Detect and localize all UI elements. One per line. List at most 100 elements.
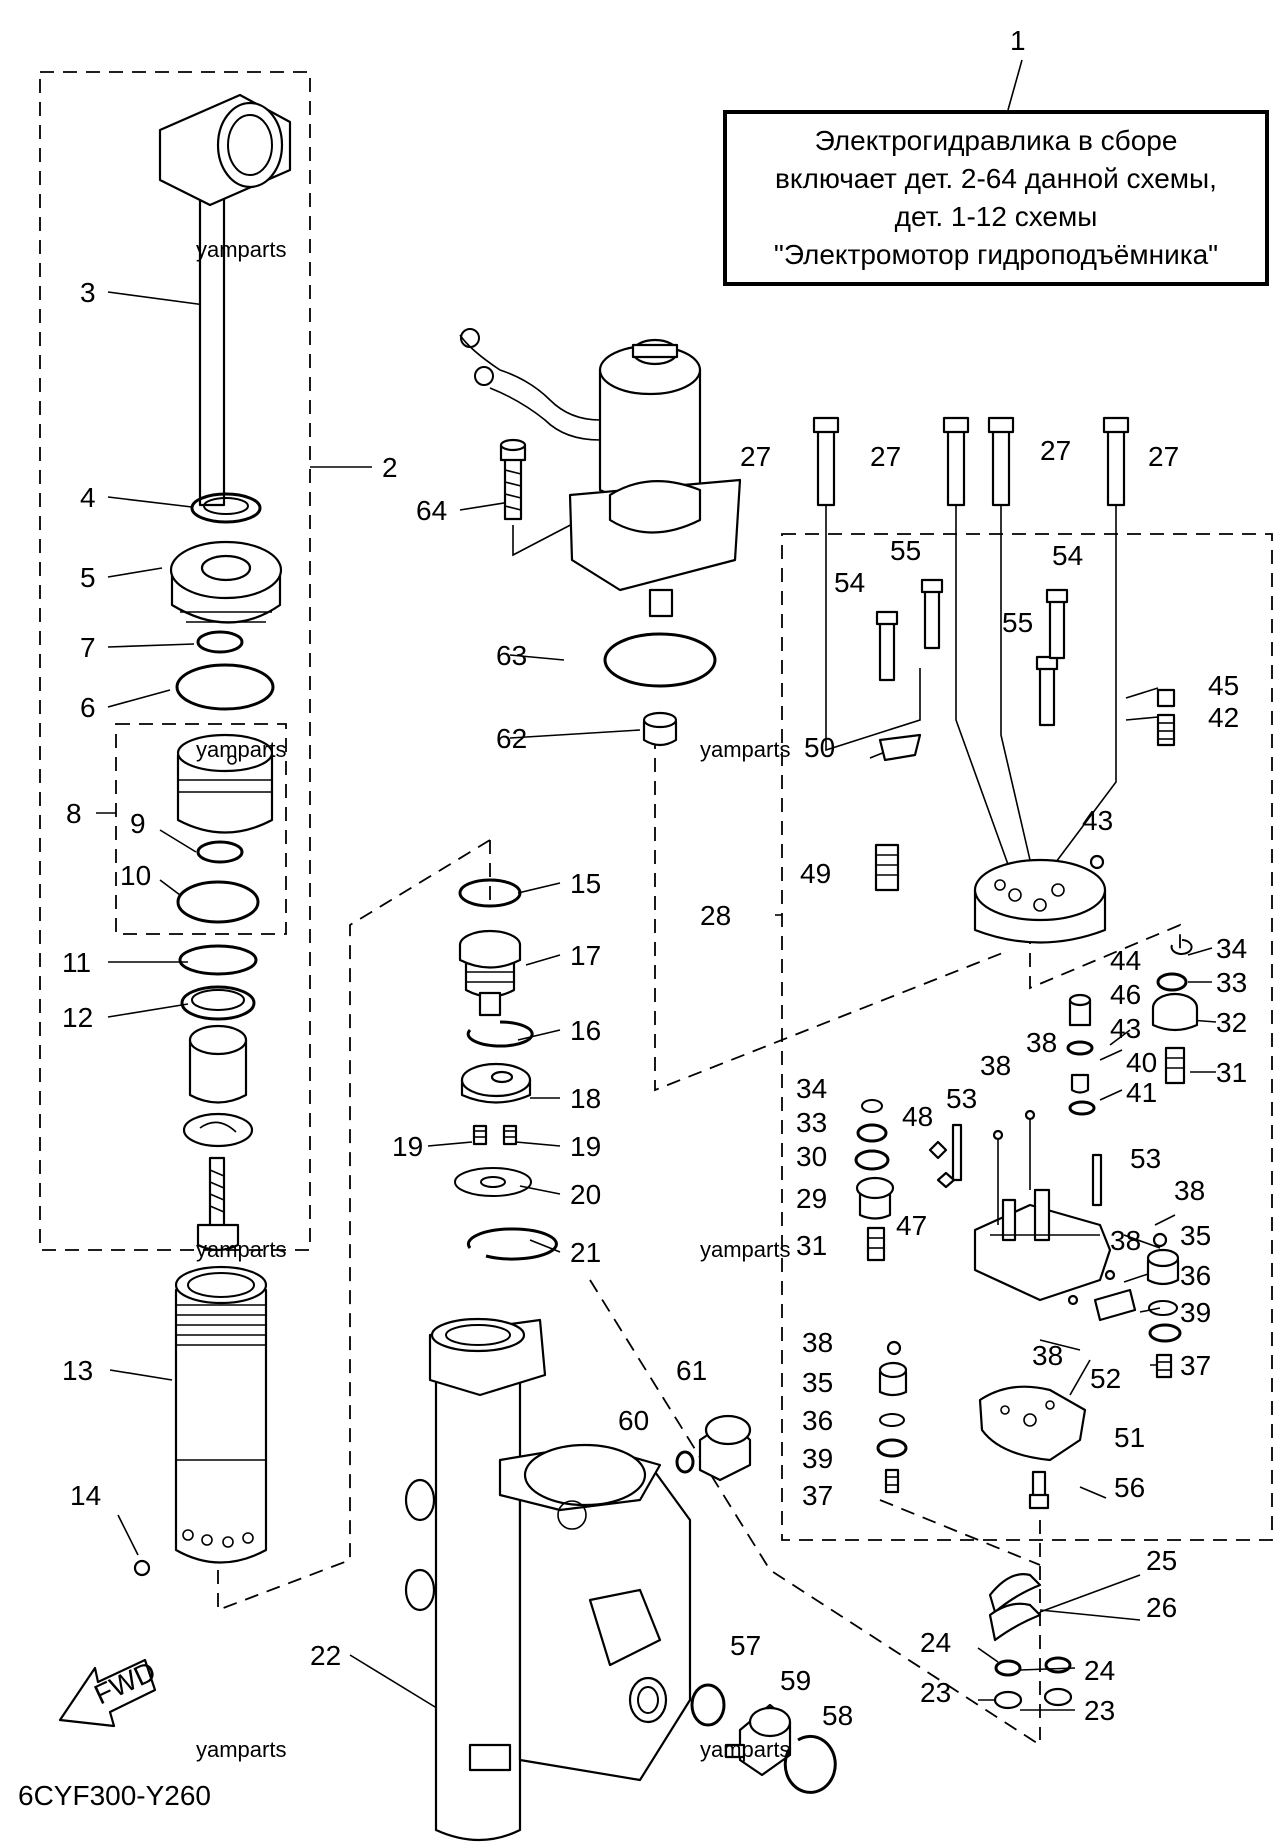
callout-27b: 27 (870, 441, 901, 472)
callout-27a: 27 (740, 441, 771, 472)
callout-20: 20 (570, 1179, 601, 1210)
valve-body (973, 1188, 1112, 1302)
callout-34a: 34 (1216, 933, 1247, 964)
callout-62: 62 (496, 723, 527, 754)
callout-54a: 54 (834, 567, 865, 598)
pins-and-balls (886, 1109, 1168, 1356)
callout-21: 21 (570, 1237, 601, 1268)
part-3-tilt-rod (158, 93, 292, 507)
callout-35b: 35 (802, 1367, 833, 1398)
part-60-o-ring (675, 1450, 695, 1474)
watermark-1: yamparts (196, 237, 286, 262)
part-16-snap-ring (466, 1020, 534, 1048)
part-20-washer (454, 1167, 532, 1197)
part-27-bolts (812, 416, 1130, 507)
callout-51: 51 (1114, 1422, 1145, 1453)
callout-15: 15 (570, 868, 601, 899)
part-56-screw (1028, 1470, 1050, 1510)
part-13-cylinder (174, 1265, 268, 1564)
part-8-free-piston (176, 733, 274, 834)
part-28-block (973, 858, 1107, 944)
callout-41: 41 (1126, 1077, 1157, 1108)
part-7-o-ring (196, 630, 244, 654)
callout-numbers: 1 2 3 4 5 7 6 8 9 10 11 12 13 14 15 17 1… (62, 25, 1247, 1731)
callout-23a: 23 (920, 1677, 951, 1708)
part-57-o-ring (690, 1683, 726, 1727)
callout-25: 25 (1146, 1545, 1177, 1576)
part-19-springs (472, 1124, 518, 1146)
callout-26: 26 (1146, 1592, 1177, 1623)
diagram-reference-code: 6CYF300-Y260 (18, 1780, 212, 1811)
note-line-4: "Электромотор гидроподъёмника" (773, 239, 1219, 270)
callout-45: 45 (1208, 670, 1239, 701)
watermark-2: yamparts (196, 737, 286, 762)
part-4-dust-seal (190, 492, 262, 524)
leader-lines (96, 59, 1217, 1711)
callout-22: 22 (310, 1640, 341, 1671)
callout-55a: 55 (890, 535, 921, 566)
part-10-o-ring (176, 880, 260, 924)
part-43-ball (1089, 854, 1105, 870)
callout-24a: 24 (920, 1627, 951, 1658)
callout-27d: 27 (1148, 441, 1179, 472)
part-11-o-ring (178, 944, 258, 976)
callout-49: 49 (800, 858, 831, 889)
group-box-28 (781, 533, 1273, 1541)
callout-16: 16 (570, 1015, 601, 1046)
callout-24b: 24 (1084, 1655, 1115, 1686)
callout-27c: 27 (1040, 435, 1071, 466)
part-14-ball (133, 1559, 151, 1577)
watermark-6: yamparts (196, 1737, 286, 1762)
assembly-guides (217, 735, 1181, 1746)
left-lower-parts (876, 1361, 908, 1494)
callout-53b: 53 (1130, 1143, 1161, 1174)
callout-36a: 36 (1180, 1260, 1211, 1291)
callout-19b: 19 (570, 1131, 601, 1162)
callout-38b: 38 (980, 1050, 1011, 1081)
callout-56: 56 (1114, 1472, 1145, 1503)
group-box-2 (39, 71, 311, 1251)
callout-59: 59 (780, 1665, 811, 1696)
callout-2: 2 (382, 452, 398, 483)
callout-32: 32 (1216, 1007, 1247, 1038)
callout-34b: 34 (796, 1073, 827, 1104)
callout-18: 18 (570, 1083, 601, 1114)
part-63-o-ring (603, 632, 717, 688)
callout-36b: 36 (802, 1405, 833, 1436)
callout-38e: 38 (802, 1327, 833, 1358)
part-50-gasket (878, 733, 922, 762)
callout-39a: 39 (1180, 1297, 1211, 1328)
callout-50: 50 (804, 732, 835, 763)
part-21-circlip (466, 1227, 558, 1261)
callout-48: 48 (902, 1101, 933, 1132)
callout-37a: 37 (1180, 1350, 1211, 1381)
callout-33a: 33 (1216, 967, 1247, 998)
callout-35a: 35 (1180, 1220, 1211, 1251)
callout-31a: 31 (1216, 1057, 1247, 1088)
note-line-3: дет. 1-12 схемы (894, 201, 1098, 232)
note-line-2: включает дет. 2-64 данной схемы, (775, 163, 1217, 194)
callout-8: 8 (66, 798, 82, 829)
part-61-plug (698, 1414, 752, 1482)
part-62-filter (642, 711, 678, 747)
callout-64: 64 (416, 495, 447, 526)
callout-4: 4 (80, 482, 96, 513)
part-64-bolt (499, 438, 527, 521)
fwd-arrow: FWD (58, 1655, 160, 1728)
callout-55b: 55 (1002, 607, 1033, 638)
callout-1: 1 (1010, 25, 1026, 56)
callout-5: 5 (80, 562, 96, 593)
callout-43a: 43 (1082, 805, 1113, 836)
right-valve-parts (1066, 939, 1199, 1116)
callout-39b: 39 (802, 1443, 833, 1474)
callout-6: 6 (80, 692, 96, 723)
right-lower-parts (1146, 1248, 1182, 1379)
callout-28: 28 (700, 900, 731, 931)
callout-40: 40 (1126, 1047, 1157, 1078)
part-26-gasket (988, 1602, 1042, 1642)
callout-61: 61 (676, 1355, 707, 1386)
part-51-plate (978, 1385, 1087, 1462)
callout-30: 30 (796, 1141, 827, 1172)
part-42-45-49-springs (874, 688, 1176, 892)
